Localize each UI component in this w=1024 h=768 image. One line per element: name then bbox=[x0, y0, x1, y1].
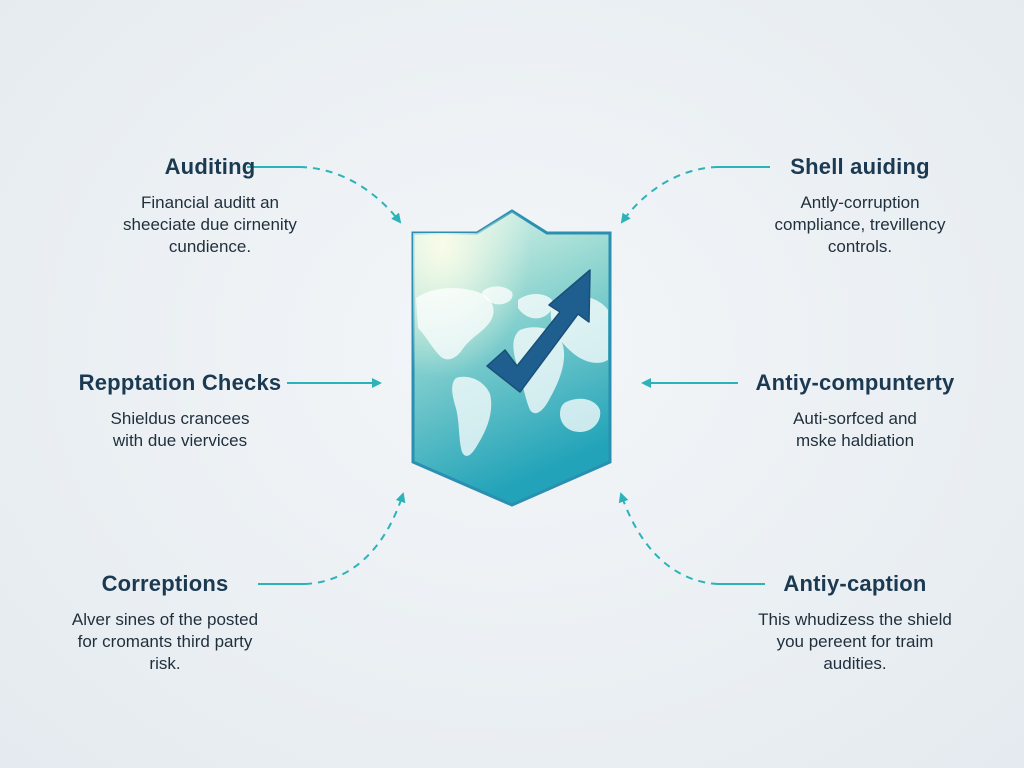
desc-line: with due viervices bbox=[112, 431, 248, 450]
desc-line: sheeciate due cirnenity bbox=[123, 215, 297, 234]
block-description: Auti-sorfced and mske haldiation bbox=[690, 408, 1020, 452]
block-shell-auiding: Shell auiding Antly-corruption complianc… bbox=[700, 154, 1020, 258]
connector-top-right bbox=[620, 166, 770, 224]
desc-line: controls. bbox=[827, 237, 893, 256]
desc-line: cundience. bbox=[168, 237, 252, 256]
connector-bottom-left bbox=[258, 492, 406, 585]
desc-line: for cromants third party bbox=[77, 632, 253, 651]
desc-line: Antly-corruption bbox=[800, 193, 920, 212]
block-title: Repptation Checks bbox=[78, 370, 282, 395]
block-title: Antiy-caption bbox=[783, 571, 927, 596]
block-title: Shell auiding bbox=[790, 154, 930, 179]
block-description: Alver sines of the posted for cromants t… bbox=[20, 609, 310, 675]
desc-line: Financial auditt an bbox=[141, 193, 279, 212]
block-description: Financial auditt an sheeciate due cirnen… bbox=[50, 192, 370, 258]
desc-line: compliance, trevillency bbox=[774, 215, 946, 234]
block-repptation-checks: Repptation Checks Shieldus crancees with… bbox=[20, 370, 340, 452]
desc-line: you pereent for traim bbox=[776, 632, 934, 651]
block-title: Auditing bbox=[164, 154, 256, 179]
block-description: This whudizess the shield you pereent fo… bbox=[700, 609, 1010, 675]
desc-line: Alver sines of the posted bbox=[71, 610, 259, 629]
desc-line: Auti-sorfced and bbox=[793, 409, 917, 428]
block-antiy-caption: Antiy-caption This whudizess the shield … bbox=[700, 571, 1010, 675]
block-description: Antly-corruption compliance, trevillency… bbox=[700, 192, 1020, 258]
desc-line: risk. bbox=[149, 654, 181, 673]
block-description: Shieldus crancees with due viervices bbox=[20, 408, 340, 452]
block-antiy-compunterty: Antiy-compunterty Auti-sorfced and mske … bbox=[690, 370, 1020, 452]
connector-top-left bbox=[247, 166, 402, 224]
block-auditing: Auditing Financial auditt an sheeciate d… bbox=[50, 154, 370, 258]
connector-bottom-right bbox=[618, 492, 765, 585]
desc-line: mske haldiation bbox=[795, 431, 915, 450]
checkmark-arrow-icon bbox=[486, 269, 591, 393]
desc-line: audities. bbox=[823, 654, 887, 673]
block-correptions: Correptions Alver sines of the posted fo… bbox=[20, 571, 310, 675]
desc-line: Shieldus crancees bbox=[110, 409, 250, 428]
desc-line: This whudizess the shield bbox=[758, 610, 952, 629]
block-title: Antiy-compunterty bbox=[755, 370, 955, 395]
block-title: Correptions bbox=[101, 571, 229, 596]
